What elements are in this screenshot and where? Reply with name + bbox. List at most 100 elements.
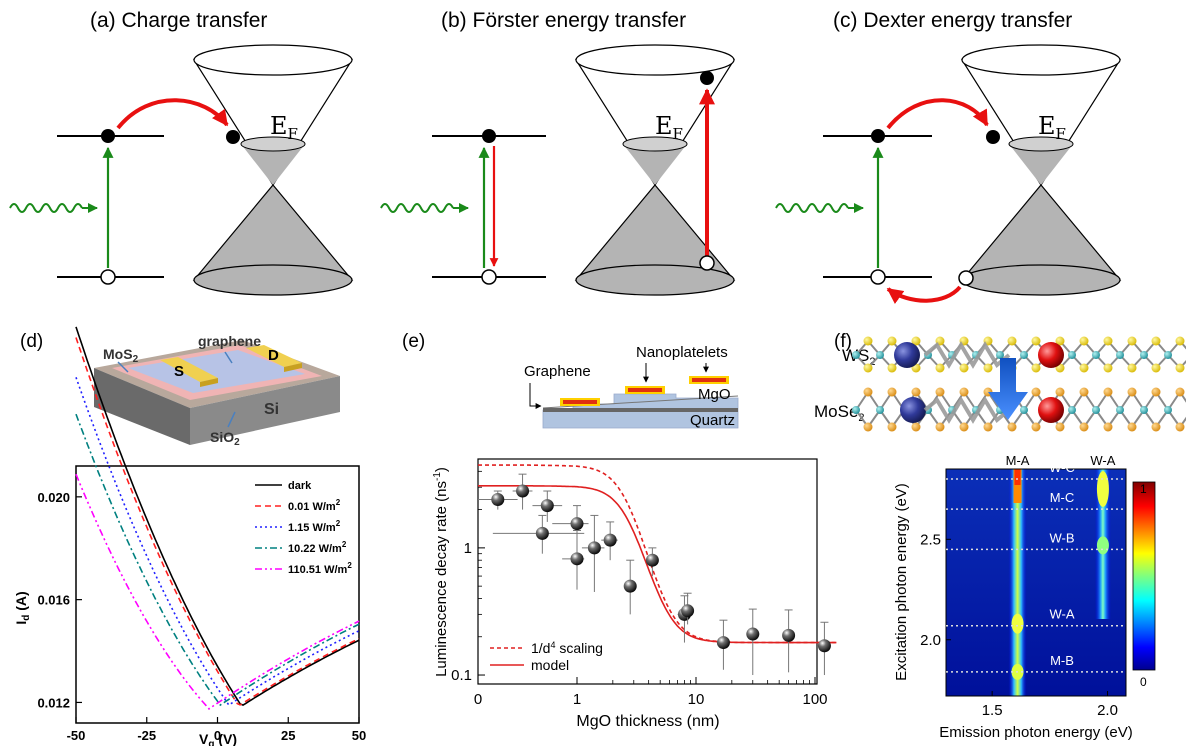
graphene-hole (699, 255, 715, 271)
chalcogen-atom (1175, 336, 1185, 346)
y-tick-label: 2.0 (920, 632, 941, 649)
legend-label: 0.01 W/m2 (288, 498, 341, 513)
y-tick-label: 0.1 (451, 667, 472, 684)
chalcogen-atom (1103, 336, 1113, 346)
metal-atom (996, 351, 1004, 359)
chalcogen-atom (1175, 422, 1185, 432)
metal-atom (852, 351, 860, 359)
panel-f-label: (f) (834, 331, 852, 352)
panel-c-title: (c) Dexter energy transfer (833, 9, 1072, 32)
series-line (75, 413, 360, 707)
chalcogen-atom (1055, 387, 1065, 397)
chalcogen-atom (1103, 422, 1113, 432)
chalcogen-atom (911, 387, 921, 397)
electron (101, 129, 115, 143)
chalcogen-atom (863, 422, 873, 432)
chalcogen-atom (1031, 363, 1041, 373)
heterostructure-model (852, 336, 1186, 432)
panel-a: (a) Charge transfer EF (9, 9, 354, 296)
x-tick-label: 1 (573, 691, 581, 708)
chalcogen-atom (1031, 336, 1041, 346)
data-point (603, 533, 617, 547)
exciton-spring (923, 341, 1011, 369)
emission-hotspot (1014, 469, 1021, 485)
mgo-label: MgO (698, 386, 731, 403)
charge-transfer-arrow (116, 98, 229, 130)
exciton-electron (894, 342, 920, 368)
metal-atom (1116, 351, 1124, 359)
x-tick-label: 25 (281, 728, 295, 743)
metal-atom (1140, 351, 1148, 359)
chalcogen-atom (1079, 422, 1089, 432)
colorbar (1132, 481, 1156, 671)
panel-e: (e) Graphene Nanoplatelets MgO Quartz 0 1… (402, 331, 837, 730)
photon-wave (9, 203, 83, 213)
fit-line (478, 485, 837, 644)
x-axis-label: MgO thickness (nm) (576, 713, 719, 730)
transferred-electron (986, 130, 1000, 144)
fermi-label: EF (270, 112, 298, 143)
dirac-cone (574, 44, 736, 296)
peak-label: M-A (1006, 453, 1030, 468)
fermi-label: EF (1038, 112, 1066, 143)
chalcogen-atom (959, 387, 969, 397)
metal-atom (1164, 406, 1172, 414)
peak-label: W-A (1090, 453, 1115, 468)
chalcogen-atom (1175, 363, 1185, 373)
resonance-label: M-C (1050, 490, 1075, 505)
y-axis-label: Luminescence decay rate (ns-1) (432, 467, 450, 677)
hole (100, 269, 116, 285)
chalcogen-atom (983, 422, 993, 432)
chalcogen-atom (1151, 422, 1161, 432)
graphene-label: graphene (198, 333, 261, 349)
chalcogen-atom (887, 387, 897, 397)
series-line (75, 473, 360, 710)
chalcogen-atom (863, 363, 873, 373)
x-tick-label: -50 (67, 728, 86, 743)
data-point (817, 639, 831, 653)
chalcogen-atom (911, 422, 921, 432)
resonance-label: W-C (1049, 460, 1075, 475)
hole (870, 269, 886, 285)
nanoplatelets-label: Nanoplatelets (636, 344, 728, 361)
excited-electron (700, 71, 714, 85)
chalcogen-atom (983, 363, 993, 373)
panel-f: (f) WS2 MoSe2 W-CM-CW-BW-AM-BM-AW-A1.52.… (814, 331, 1186, 741)
panel-e-label: (e) (402, 331, 425, 352)
metal-atom (1068, 351, 1076, 359)
transferred-electron (226, 130, 240, 144)
chalcogen-atom (1151, 336, 1161, 346)
x-tick-label: 50 (352, 728, 366, 743)
colorbar-max-label: 1 (1140, 482, 1147, 496)
y-axis-label: Excitation photon energy (eV) (893, 483, 910, 681)
chalcogen-atom (1055, 336, 1065, 346)
hole (481, 269, 497, 285)
resonance-label: M-B (1050, 653, 1074, 668)
resonance-label: W-B (1049, 530, 1074, 545)
emission-band (1008, 469, 1027, 696)
data-point (746, 627, 760, 641)
x-tick-label: 0 (474, 691, 482, 708)
electron (482, 129, 496, 143)
chalcogen-atom (1007, 336, 1017, 346)
graphene-label: Graphene (524, 363, 591, 380)
chalcogen-atom (887, 363, 897, 373)
chalcogen-atom (935, 363, 945, 373)
y-tick-label: 1 (464, 540, 472, 557)
data-point (570, 552, 584, 566)
electron (871, 129, 885, 143)
legend-label: model (531, 657, 569, 673)
x-axis-label: Vg (V) (199, 731, 237, 746)
quartz-label: Quartz (690, 412, 735, 429)
panel-b-title: (b) Förster energy transfer (441, 9, 686, 32)
metal-atom (1164, 351, 1172, 359)
x-tick-label: 2.0 (1097, 702, 1118, 719)
data-point (540, 499, 554, 513)
chalcogen-atom (1079, 387, 1089, 397)
photon-wave (380, 203, 454, 213)
chalcogen-atom (935, 422, 945, 432)
data-point (491, 493, 505, 507)
